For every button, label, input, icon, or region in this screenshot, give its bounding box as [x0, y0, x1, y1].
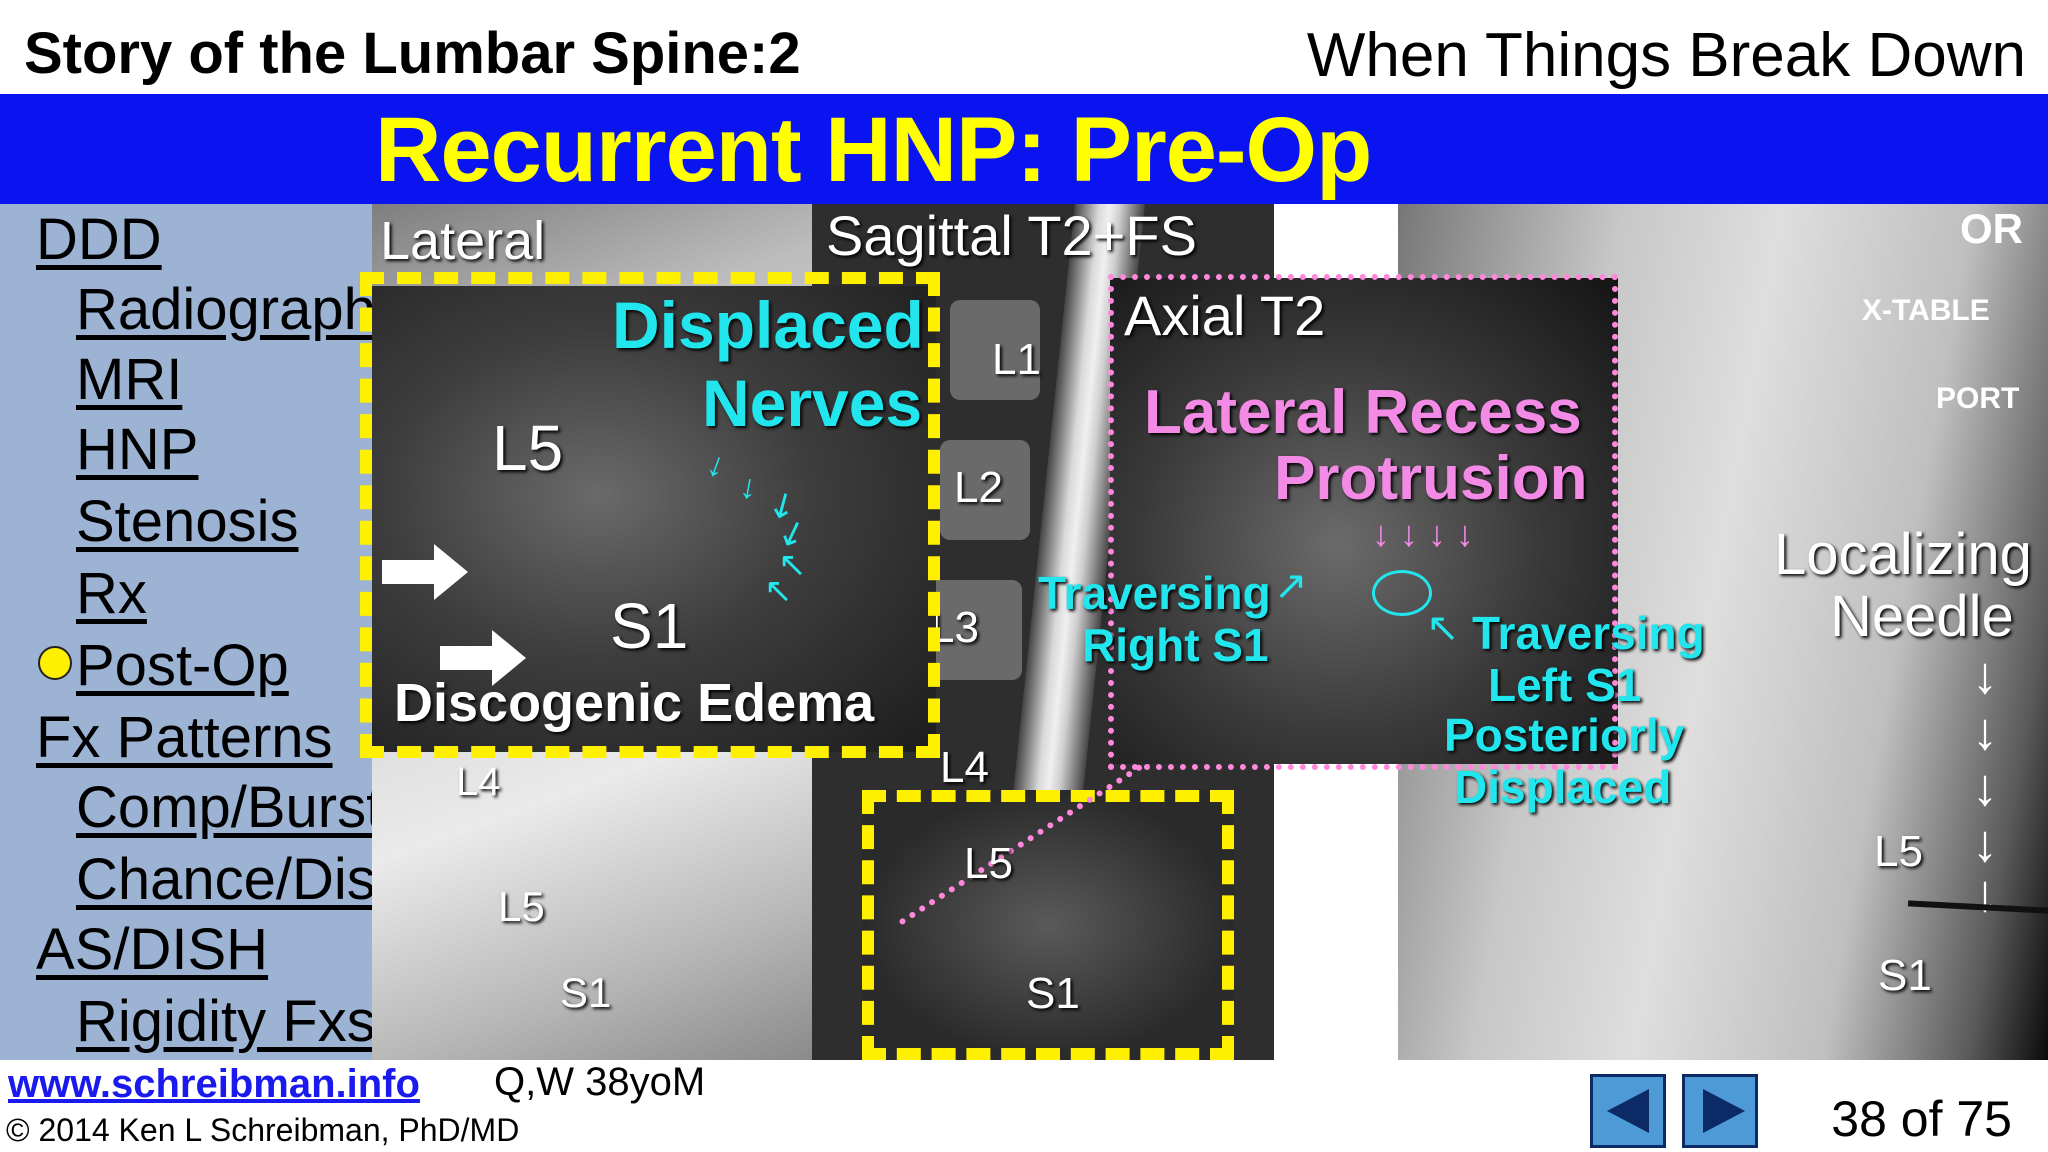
sagittal-zoom-box — [862, 790, 1234, 1060]
sidebar-item-mri[interactable]: MRI — [76, 347, 183, 412]
zoom-level-s1: S1 — [1026, 969, 1080, 1018]
slide-title: Recurrent HNP: Pre-Op — [375, 99, 1372, 201]
nerves-callout: Nerves — [702, 366, 923, 440]
triangle-right-icon — [1703, 1089, 1745, 1133]
down-arrow-icon: ↓ — [1972, 647, 1998, 705]
sidebar-item-chance-dis[interactable]: Chance/Dis — [76, 847, 376, 912]
localizing-label: Localizing — [1774, 522, 2032, 587]
x-table-tag: X-TABLE — [1862, 294, 1990, 327]
copyright: © 2014 Ken L Schreibman, PhD/MD — [6, 1112, 520, 1148]
sidebar — [0, 204, 372, 1060]
traversing-right-label: Traversing — [1038, 567, 1271, 619]
left-s1-arrow-icon: ↖ — [1426, 606, 1460, 650]
sag-level-l4: L4 — [940, 743, 989, 792]
edema-arrow-icon — [382, 544, 468, 600]
down-arrow-icon: ↓ — [1972, 815, 1998, 873]
level-label-l4: L4 — [456, 760, 501, 804]
current-section-dot-icon — [38, 646, 72, 680]
level-label-l5: L5 — [498, 883, 545, 930]
down-arrow-icon: ↓ — [1972, 703, 1998, 761]
sidebar-item-radiograph[interactable]: Radiograph — [76, 277, 376, 342]
down-arrow-icon: ↓ — [1972, 865, 1998, 923]
nerve-arrow-icon: ↖ — [764, 572, 793, 610]
previous-slide-button[interactable] — [1590, 1074, 1666, 1148]
axial-label: Axial T2 — [1124, 284, 1326, 347]
protrusion-arrow-icon: ↓ ↓ ↓ ↓ — [1372, 513, 1475, 554]
discogenic-edema-caption: Discogenic Edema — [394, 673, 875, 733]
case-id: Q,W 38yoM — [494, 1060, 706, 1104]
or-level-l5: L5 — [1874, 827, 1923, 876]
needle-label: Needle — [1830, 584, 2014, 649]
posteriorly-label: Posteriorly — [1444, 709, 1685, 761]
triangle-left-icon — [1607, 1089, 1649, 1133]
inset-level-l5: L5 — [492, 412, 564, 484]
level-label-s1: S1 — [560, 969, 612, 1016]
nerve-arrow-icon: ↖ — [778, 546, 807, 584]
sidebar-item-as-dish[interactable]: AS/DISH — [36, 917, 269, 982]
displaced-callout: Displaced — [612, 288, 924, 362]
right-s1-label: Right S1 — [1082, 619, 1269, 671]
lateral-label: Lateral — [380, 211, 546, 271]
page-indicator: 38 of 75 — [1831, 1091, 2012, 1147]
zoom-level-l5: L5 — [964, 839, 1013, 888]
section-title: When Things Break Down — [1306, 21, 2026, 90]
lateral-inset-box — [360, 272, 940, 758]
displaced-label: Displaced — [1454, 761, 1672, 813]
sidebar-item-fx-patterns[interactable]: Fx Patterns — [36, 705, 333, 770]
inset-level-s1: S1 — [610, 590, 689, 662]
title-bar — [0, 94, 2048, 204]
sidebar-item-rigidity-fxs[interactable]: Rigidity Fxs — [76, 989, 376, 1054]
vertebra-l2 — [940, 440, 1030, 540]
next-slide-button[interactable] — [1682, 1074, 1758, 1148]
vertebra-l1 — [950, 300, 1040, 400]
axial-inset-box — [1108, 274, 1618, 770]
nerve-root-outline — [1372, 570, 1432, 616]
traversing-left-label: Traversing — [1472, 607, 1705, 659]
sidebar-item-hnp[interactable]: HNP — [76, 417, 199, 482]
left-s1-label: Left S1 — [1488, 659, 1642, 711]
sidebar-item-rx[interactable]: Rx — [76, 561, 147, 626]
sag-level-l1: L1 — [992, 335, 1041, 384]
protrusion-callout: Protrusion — [1274, 444, 1588, 513]
series-title: Story of the Lumbar Spine:2 — [24, 21, 801, 86]
lateral-mri-inset-image — [372, 286, 936, 752]
sagittal-zoom-image — [862, 790, 1234, 1060]
website-link[interactable]: www.schreibman.info — [8, 1062, 420, 1106]
lateral-recess-callout: Lateral Recess — [1144, 378, 1582, 447]
sidebar-item-comp-burst[interactable]: Comp/Burst — [76, 775, 383, 840]
right-s1-arrow-icon: ↗ — [1274, 564, 1308, 608]
edema-arrow-icon — [440, 630, 526, 686]
sidebar-item-stenosis[interactable]: Stenosis — [76, 489, 299, 554]
down-arrow-icon: ↓ — [1972, 759, 1998, 817]
axial-t2-image — [1110, 278, 1618, 764]
sagittal-label: Sagittal T2+FS — [826, 204, 1197, 267]
or-tag: OR — [1960, 205, 2023, 252]
or-level-s1: S1 — [1878, 951, 1932, 1000]
port-tag: PORT — [1936, 382, 2020, 415]
sag-level-l2: L2 — [954, 463, 1003, 512]
sidebar-item-post-op[interactable]: Post-Op — [76, 633, 289, 698]
vertebra-l3 — [930, 580, 1022, 680]
sidebar-item-ddd[interactable]: DDD — [36, 207, 162, 272]
